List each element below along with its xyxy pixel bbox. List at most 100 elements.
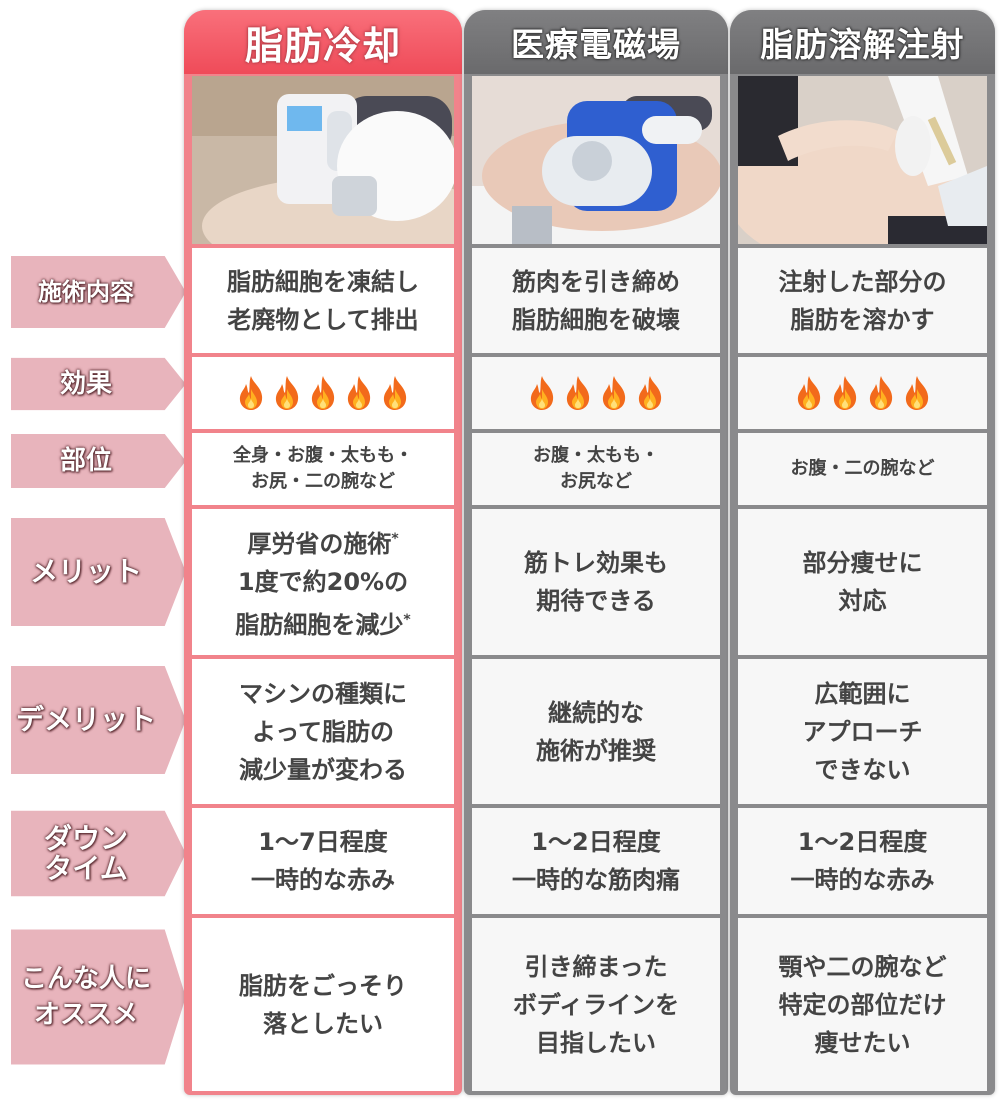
flame-icon [562, 375, 594, 411]
column-header: 脂肪冷却 [184, 10, 462, 74]
flame-icon [271, 375, 303, 411]
cell-line: アプローチ [802, 717, 923, 746]
column-fat-cooling: 脂肪冷却 脂肪細胞を凍結し 老廃物として排出 全身・お腹・太もも・ お尻・二の腕… [184, 10, 462, 1095]
cell-line: 脂肪細胞を減少* [235, 601, 410, 644]
cell-text: 脂肪細胞を減少 [235, 611, 404, 639]
cell-line: 顎や二の腕など [778, 952, 947, 981]
flame-icon [307, 375, 339, 411]
footnote-mark: * [391, 531, 399, 547]
cell-line: ボディラインを [512, 990, 680, 1019]
flame-rating [235, 375, 411, 411]
cell-downtime: 1〜2日程度 一時的な筋肉痛 [472, 808, 720, 914]
row-label-text: 部位 [59, 446, 112, 476]
column-fat-dissolving-injection: 脂肪溶解注射 注射した部分の 脂肪を溶かす お腹・二の腕など 部分痩せに 対応 … [730, 10, 995, 1095]
cell-downtime: 1〜7日程度 一時的な赤み [192, 808, 454, 914]
cell-line: 対応 [838, 587, 887, 615]
treatment-photo-injection [738, 76, 987, 244]
treatment-photo-electromagnetic [472, 76, 720, 244]
flame-icon [829, 375, 861, 411]
cell-area: お腹・二の腕など [738, 433, 987, 505]
flame-icon [793, 375, 825, 411]
cell-line: 引き締まった [524, 952, 668, 981]
cell-line: 施術が推奨 [536, 736, 656, 765]
cell-line: 落としたい [263, 1009, 383, 1038]
flame-icon [526, 375, 558, 411]
cell-line: 老廃物として排出 [227, 305, 419, 334]
row-label-content: 施術内容 [6, 252, 191, 332]
flame-icon [379, 375, 411, 411]
cell-line: お尻など [560, 471, 632, 492]
cell-downtime: 1〜2日程度 一時的な赤み [738, 808, 987, 914]
row-label-text: メリット [29, 555, 142, 588]
cell-line: 1度で約20%の [237, 568, 409, 596]
row-label-text: タイム [44, 851, 128, 885]
cell-line: 全身・お腹・太もも・ [233, 445, 413, 466]
cell-line: 一時的な赤み [790, 866, 935, 894]
cell-line: よって脂肪の [251, 717, 395, 746]
cell-line: 一時的な赤み [251, 866, 395, 894]
cell-content: 注射した部分の 脂肪を溶かす [738, 248, 987, 353]
cell-area: 全身・お腹・太もも・ お尻・二の腕など [192, 433, 454, 505]
cell-line: 一時的な筋肉痛 [512, 866, 680, 894]
cell-effect [192, 357, 454, 429]
cell-merit: 部分痩せに 対応 [738, 509, 987, 655]
cell-content: 脂肪細胞を凍結し 老廃物として排出 [192, 248, 454, 353]
cell-recommend: 脂肪をごっそり 落としたい [192, 918, 454, 1091]
cell-line: 厚労省の施術* [247, 520, 398, 563]
flame-rating [526, 375, 666, 411]
cell-line: 注射した部分の [778, 267, 947, 296]
flame-icon [634, 375, 666, 411]
flame-rating [793, 375, 933, 411]
flame-icon [598, 375, 630, 411]
cell-merit: 筋トレ効果も 期待できる [472, 509, 720, 655]
row-label-text: ダウン [43, 821, 128, 855]
row-label-effect: 効果 [6, 355, 191, 413]
cell-line: 継続的な [548, 698, 644, 727]
row-label-text: デメリット [15, 703, 156, 736]
row-label-merit: メリット [6, 512, 191, 632]
row-label-text: オススメ [33, 1000, 138, 1030]
treatment-photo-cooling [192, 76, 454, 244]
cell-line: 広範囲に [814, 679, 911, 708]
row-label-area: 部位 [6, 431, 191, 491]
cell-area: お腹・太もも・ お尻など [472, 433, 720, 505]
cell-effect [738, 357, 987, 429]
cell-line: 脂肪を溶かす [790, 305, 935, 334]
row-label-recommend: こんな人に オススメ [6, 922, 191, 1072]
cell-line: 部分痩せに [802, 549, 923, 577]
row-label-demerit: デメリット [6, 660, 191, 780]
cell-line: 目指したい [536, 1028, 656, 1057]
cell-line: 脂肪をごっそり [239, 971, 407, 1000]
cell-demerit: マシンの種類に よって脂肪の 減少量が変わる [192, 659, 454, 804]
cell-line: お尻・二の腕など [251, 471, 395, 492]
cell-merit: 厚労省の施術* 1度で約20%の 脂肪細胞を減少* [192, 509, 454, 655]
row-label-downtime: ダウン タイム [6, 806, 191, 901]
column-header: 医療電磁場 [464, 10, 728, 74]
flame-icon [901, 375, 933, 411]
row-label-text: こんな人に [20, 964, 151, 994]
cell-recommend: 顎や二の腕など 特定の部位だけ 痩せたい [738, 918, 987, 1091]
row-label-text: 施術内容 [38, 278, 134, 306]
cell-line: お腹・二の腕など [790, 458, 935, 479]
cell-line: お腹・太もも・ [533, 445, 659, 466]
cell-text: 厚労省の施術 [247, 530, 392, 558]
cell-line: 減少量が変わる [239, 755, 407, 784]
row-label-text: 効果 [59, 369, 112, 399]
flame-icon [865, 375, 897, 411]
cell-line: 期待できる [536, 587, 656, 615]
column-header: 脂肪溶解注射 [730, 10, 995, 74]
flame-icon [343, 375, 375, 411]
cell-line: 脂肪細胞を破壊 [512, 305, 680, 334]
cell-line: 筋トレ効果も [524, 549, 668, 577]
cell-demerit: 広範囲に アプローチ できない [738, 659, 987, 804]
cell-line: 1〜2日程度 [531, 828, 661, 856]
cell-content: 筋肉を引き締め 脂肪細胞を破壊 [472, 248, 720, 353]
cell-line: マシンの種類に [239, 679, 407, 708]
cell-line: 1〜2日程度 [797, 828, 928, 856]
cell-line: 特定の部位だけ [778, 990, 947, 1019]
cell-line: できない [814, 755, 911, 784]
footnote-mark: * [403, 612, 411, 628]
cell-line: 痩せたい [814, 1028, 911, 1057]
cell-line: 1〜7日程度 [258, 828, 388, 856]
cell-demerit: 継続的な 施術が推奨 [472, 659, 720, 804]
